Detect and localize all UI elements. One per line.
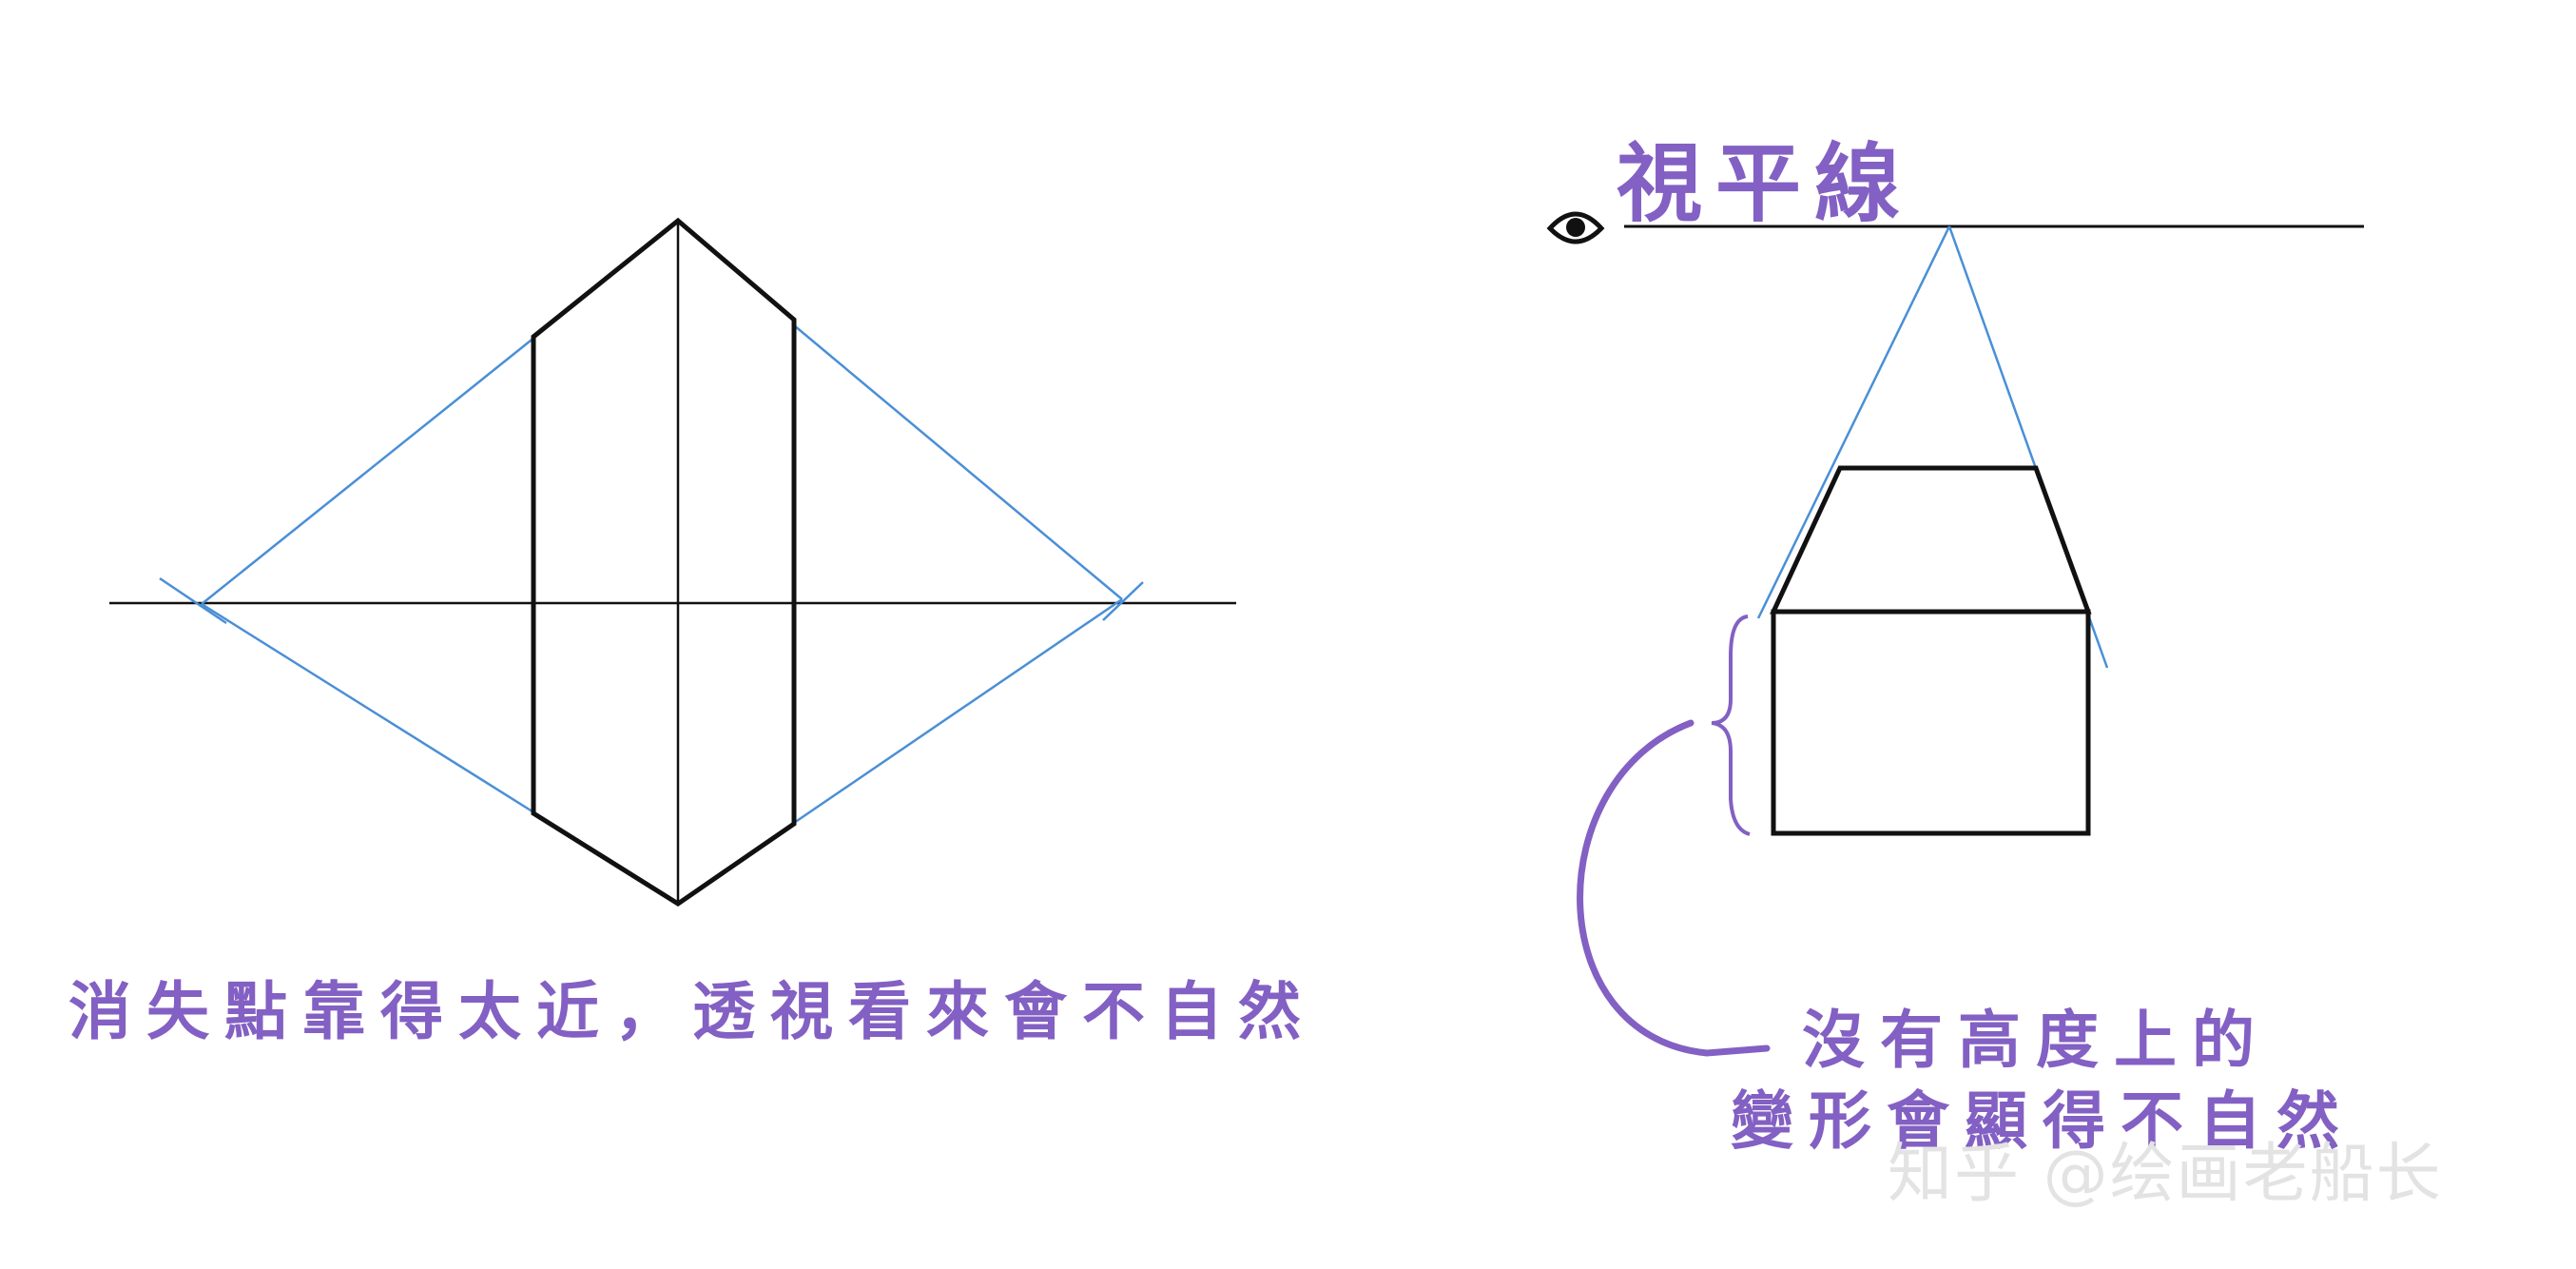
watermark: 知乎 @绘画老船长 xyxy=(1888,1137,2443,1212)
left-perspective-guides xyxy=(159,324,1144,825)
caption-no-height-distortion-line1: 沒有高度上的 xyxy=(1802,1004,2270,1077)
box-front-face xyxy=(1771,609,2091,836)
eye-icon xyxy=(1546,211,1605,244)
guide-line xyxy=(793,597,1123,825)
horizon-line-label: 視平線 xyxy=(1617,134,1913,234)
right-diagram xyxy=(1546,211,2364,1057)
guide-line xyxy=(201,602,536,815)
caption-vanishing-points-too-close: 消失點靠得太近，透視看來會不自然 xyxy=(68,975,1316,1048)
prism-outline xyxy=(531,217,797,907)
guide-line xyxy=(1756,225,1951,619)
vanishing-point-right-tick xyxy=(1102,581,1144,621)
vanishing-point-left-tick xyxy=(159,576,227,625)
right-perspective-guides xyxy=(1756,225,2109,669)
left-diagram xyxy=(109,217,1236,907)
callout-curve xyxy=(1577,719,1771,1057)
guide-line xyxy=(201,336,536,605)
guide-line xyxy=(793,324,1123,600)
caption-no-height-distortion-line2: 變形會顯得不自然 xyxy=(1731,1084,2354,1158)
curly-brace-icon xyxy=(1711,615,1751,836)
